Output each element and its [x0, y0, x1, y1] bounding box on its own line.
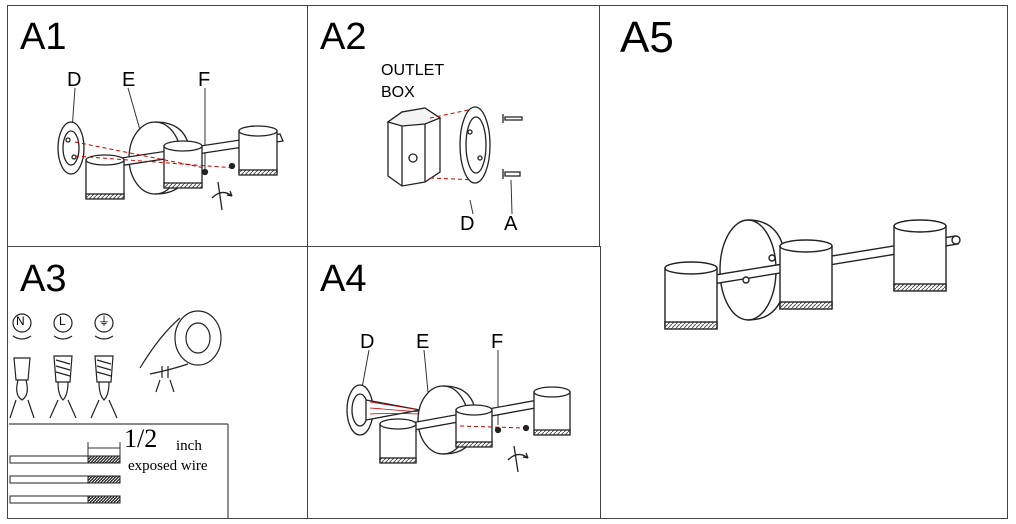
- a5-fixture-drawing: [664, 219, 961, 330]
- a2-outlet-box-line1: OUTLET: [381, 62, 445, 79]
- a4-callout-d: D: [360, 331, 375, 353]
- a1-callout-f: F: [198, 69, 211, 91]
- a4-callout-f: F: [491, 331, 504, 353]
- a1-callout-d: D: [67, 69, 82, 91]
- panel-a4-label: A4: [320, 258, 367, 300]
- panel-a5-label: A5: [620, 13, 674, 62]
- panel-a4: [307, 246, 601, 519]
- a1-callout-e: E: [122, 69, 136, 91]
- a3-line-symbol: L: [59, 314, 66, 328]
- panel-a3-label: A3: [20, 258, 67, 300]
- a2-callout-a: A: [504, 213, 518, 235]
- a1-fixture-drawing: [57, 87, 284, 211]
- a3-caption: exposed wire: [128, 458, 208, 474]
- a4-callout-e: E: [416, 331, 430, 353]
- a2-callout-d: D: [460, 213, 475, 235]
- panel-a2-label: A2: [320, 16, 367, 58]
- a3-ground-symbol: ⏚: [98, 314, 111, 328]
- a3-neutral-symbol: N: [16, 314, 25, 328]
- a3-fraction: 1/2: [124, 424, 158, 453]
- panel-a2: [307, 5, 601, 248]
- a4-fixture-drawing: [346, 349, 571, 473]
- panel-a1-label: A1: [20, 16, 67, 58]
- a2-outlet-box-line2: BOX: [381, 84, 415, 101]
- a3-wiring-drawing: [9, 310, 229, 519]
- a3-unit: inch: [176, 438, 202, 454]
- a2-outlet-box-drawing: [386, 106, 523, 215]
